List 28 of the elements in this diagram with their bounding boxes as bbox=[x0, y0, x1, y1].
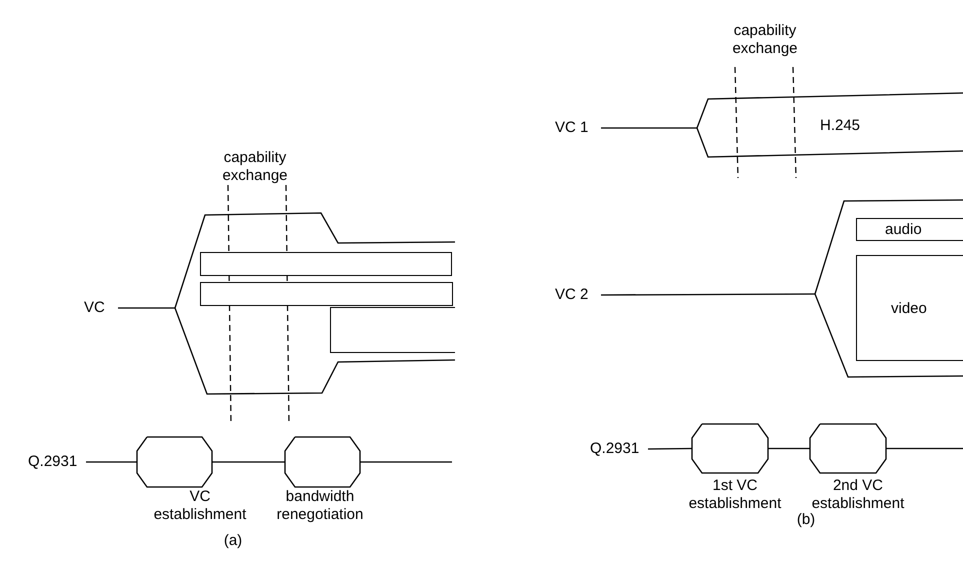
connector-line bbox=[601, 293, 815, 296]
phase-caption: bandwidth renegotiation bbox=[276, 488, 364, 524]
annotation-label: capability exchange bbox=[221, 149, 289, 185]
panel-label: (a) bbox=[222, 532, 244, 550]
channel-label: VC 1 bbox=[555, 119, 588, 137]
connector-line bbox=[212, 461, 285, 463]
connector-line bbox=[360, 461, 452, 463]
phase-caption: 1st VC establishment bbox=[688, 477, 782, 513]
connector-line bbox=[86, 461, 137, 463]
channel-label: Q.2931 bbox=[590, 440, 640, 458]
panel-label: (b) bbox=[796, 511, 816, 529]
channel-name: H.245 bbox=[820, 117, 860, 135]
channel-bar bbox=[330, 307, 455, 353]
connector-line bbox=[768, 448, 810, 450]
channel-name: video bbox=[891, 300, 927, 318]
connector-line bbox=[648, 448, 692, 450]
channel-label: VC bbox=[84, 299, 105, 317]
channel-bar bbox=[200, 252, 452, 276]
channel-name: audio bbox=[885, 221, 922, 239]
connector-line bbox=[118, 307, 175, 309]
connector-line bbox=[886, 448, 963, 450]
connector-line bbox=[601, 127, 697, 129]
phase-caption: 2nd VC establishment bbox=[810, 477, 906, 513]
channel-label: Q.2931 bbox=[28, 453, 78, 471]
channel-bar bbox=[200, 282, 453, 306]
annotation-label: capability exchange bbox=[731, 22, 799, 58]
channel-label: VC 2 bbox=[555, 286, 588, 304]
phase-caption: VC establishment bbox=[152, 488, 248, 524]
